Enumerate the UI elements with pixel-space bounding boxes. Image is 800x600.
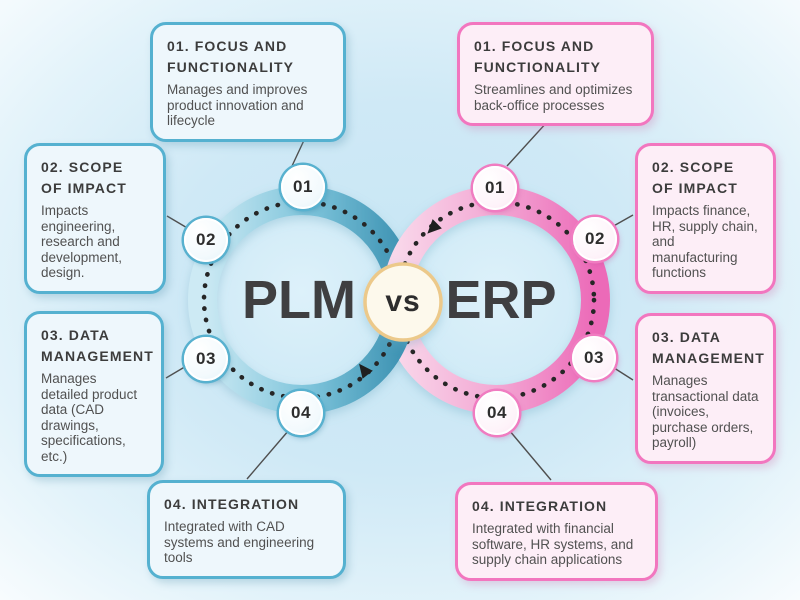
- vs-label: vs: [385, 285, 421, 318]
- callout-body: Manages transactional data (invoices, pu…: [652, 373, 759, 451]
- connector-plm-03: [165, 364, 189, 379]
- plm-inner-disc: [216, 214, 388, 386]
- plm-callout-focus-functionality: 01. FOCUS AND FUNCTIONALITY Manages and …: [150, 22, 346, 142]
- plm-step-badge-02: 02: [184, 218, 228, 262]
- plm-step-badge-03: 03: [184, 337, 228, 381]
- callout-heading: 03. DATA MANAGEMENT: [41, 327, 154, 364]
- callout-body: Impacts finance, HR, supply chain, and m…: [652, 203, 758, 281]
- erp-title: ERP: [445, 270, 557, 330]
- callout-heading: 04. INTEGRATION: [472, 498, 608, 514]
- callout-heading: 01. FOCUS AND FUNCTIONALITY: [474, 38, 602, 75]
- erp-callout-integration: 04. INTEGRATION Integrated with financia…: [455, 482, 658, 581]
- connector-erp-03: [610, 365, 634, 381]
- connector-erp-02: [609, 214, 634, 229]
- callout-heading: 01. FOCUS AND FUNCTIONALITY: [167, 38, 295, 75]
- plm-callout-data-management: 03. DATA MANAGEMENT Manages detailed pro…: [24, 311, 164, 478]
- erp-step-badge-03: 03: [572, 336, 616, 380]
- connector-plm-04: [246, 429, 290, 480]
- vs-circle: [363, 262, 443, 342]
- erp-step-badge-02: 02: [573, 217, 617, 261]
- callout-body: Streamlines and optimizes back-office pr…: [474, 82, 633, 113]
- erp-callout-data-management: 03. DATA MANAGEMENT Manages transactiona…: [635, 313, 776, 464]
- plm-step-badge-01: 01: [281, 165, 325, 209]
- callout-heading: 04. INTEGRATION: [164, 496, 300, 512]
- erp-direction-arrow-icon: [427, 219, 442, 234]
- ring-interlock-overlay: [345, 332, 412, 406]
- callout-body: Integrated with CAD systems and engineer…: [164, 519, 315, 566]
- callout-body: Impacts engineering, research and develo…: [41, 203, 123, 281]
- plm-step-badge-04: 04: [279, 391, 323, 435]
- plm-callout-scope-of-impact: 02. SCOPE OF IMPACT Impacts engineering,…: [24, 143, 166, 294]
- callout-heading: 02. SCOPE OF IMPACT: [652, 159, 738, 196]
- erp-step-badge-01: 01: [473, 166, 517, 210]
- callout-body: Manages and improves product innovation …: [167, 82, 308, 129]
- erp-inner-disc: [410, 214, 582, 386]
- erp-callout-scope-of-impact: 02. SCOPE OF IMPACT Impacts finance, HR,…: [635, 143, 776, 294]
- connector-erp-04: [508, 429, 552, 481]
- connector-plm-02: [166, 215, 190, 230]
- erp-callout-focus-functionality: 01. FOCUS AND FUNCTIONALITY Streamlines …: [457, 22, 654, 127]
- connector-erp-01: [506, 120, 549, 167]
- callout-heading: 02. SCOPE OF IMPACT: [41, 159, 127, 196]
- plm-title: PLM: [242, 270, 356, 330]
- callout-body: Manages detailed product data (CAD drawi…: [41, 371, 138, 464]
- plm-callout-integration: 04. INTEGRATION Integrated with CAD syst…: [147, 480, 346, 579]
- callout-body: Integrated with financial software, HR s…: [472, 521, 634, 568]
- erp-step-badge-04: 04: [475, 391, 519, 435]
- callout-heading: 03. DATA MANAGEMENT: [652, 329, 765, 366]
